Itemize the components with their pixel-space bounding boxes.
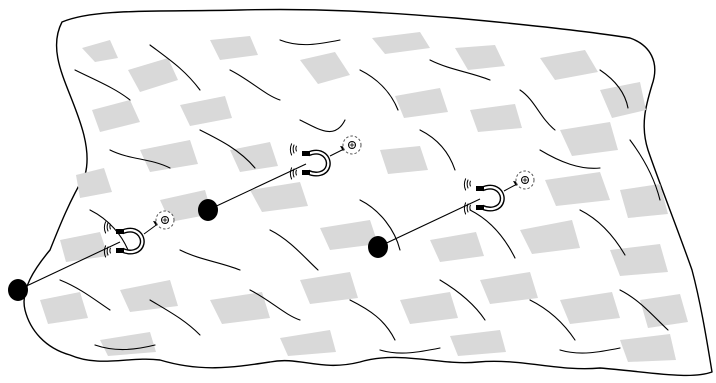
black-dot-handle-icon bbox=[198, 199, 218, 221]
target-marker-icon bbox=[516, 171, 534, 189]
sheet-outline bbox=[24, 9, 712, 375]
black-dot-handle-icon bbox=[8, 279, 28, 301]
target-marker-icon bbox=[343, 136, 361, 154]
black-dot-handle-icon bbox=[368, 236, 388, 258]
target-marker-icon bbox=[156, 211, 174, 229]
